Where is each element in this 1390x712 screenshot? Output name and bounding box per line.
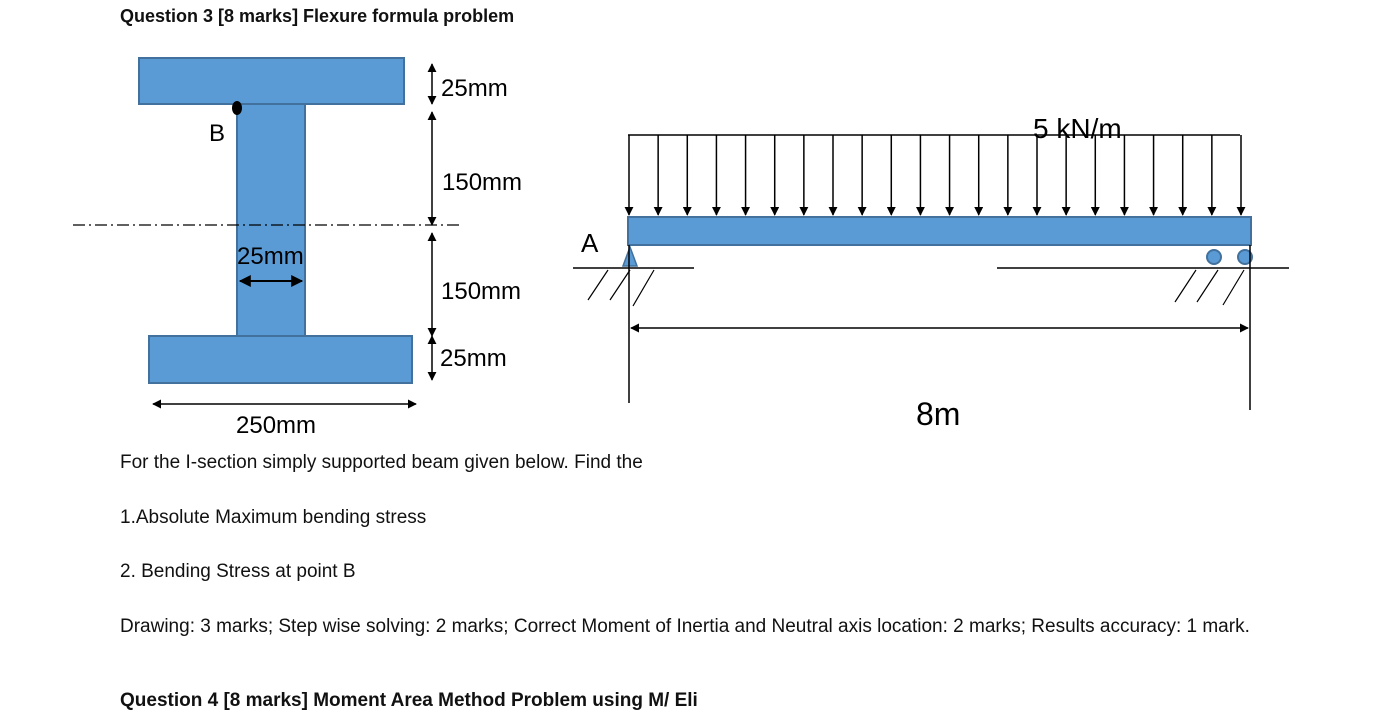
point-b-label: B [209, 120, 225, 147]
roller-hatch [1222, 269, 1245, 306]
pin-hatch [609, 269, 631, 301]
span-label: 8m [916, 396, 960, 432]
roller-hatch [1196, 269, 1219, 303]
question-item-1: 1.Absolute Maximum bending stress [120, 507, 427, 528]
beam-body [627, 216, 1252, 246]
i-section: B 25mm 250mm 25mm 150mm 150mm 25mm [73, 57, 522, 439]
pin-support [621, 244, 639, 267]
web [236, 103, 306, 337]
beam-diagram: 5 kN/m A 8m [573, 113, 1289, 432]
intro-text: For the I-section simply supported beam … [120, 452, 643, 473]
flange-width-label: 250mm [236, 412, 316, 439]
web-width-label: 25mm [237, 243, 304, 270]
point-b-dot [232, 101, 242, 115]
roller-hatch [1174, 269, 1197, 303]
roller-wheel [1206, 249, 1222, 265]
bottom-flange [148, 335, 413, 384]
pin-hatch [632, 269, 655, 307]
roller-wheel [1237, 249, 1253, 265]
question-item-2: 2. Bending Stress at point B [120, 561, 356, 582]
support-a-label: A [581, 228, 599, 258]
bottom-flange-dim-label: 25mm [440, 345, 507, 372]
upper-web-dim-label: 150mm [442, 169, 522, 196]
next-question-heading: Question 4 [8 marks] Moment Area Method … [120, 690, 698, 711]
question-title: Question 3 [8 marks] Flexure formula pro… [120, 6, 515, 26]
top-flange-dim-label: 25mm [441, 75, 508, 102]
pin-hatch [587, 269, 609, 301]
load-arrows [624, 135, 1246, 216]
figure: B 25mm 250mm 25mm 150mm 150mm 25mm 5 kN/… [73, 57, 1289, 439]
lower-web-dim-label: 150mm [441, 278, 521, 305]
load-label: 5 kN/m [1033, 113, 1122, 144]
top-flange [138, 57, 405, 105]
marks-breakdown: Drawing: 3 marks; Step wise solving: 2 m… [120, 616, 1250, 637]
